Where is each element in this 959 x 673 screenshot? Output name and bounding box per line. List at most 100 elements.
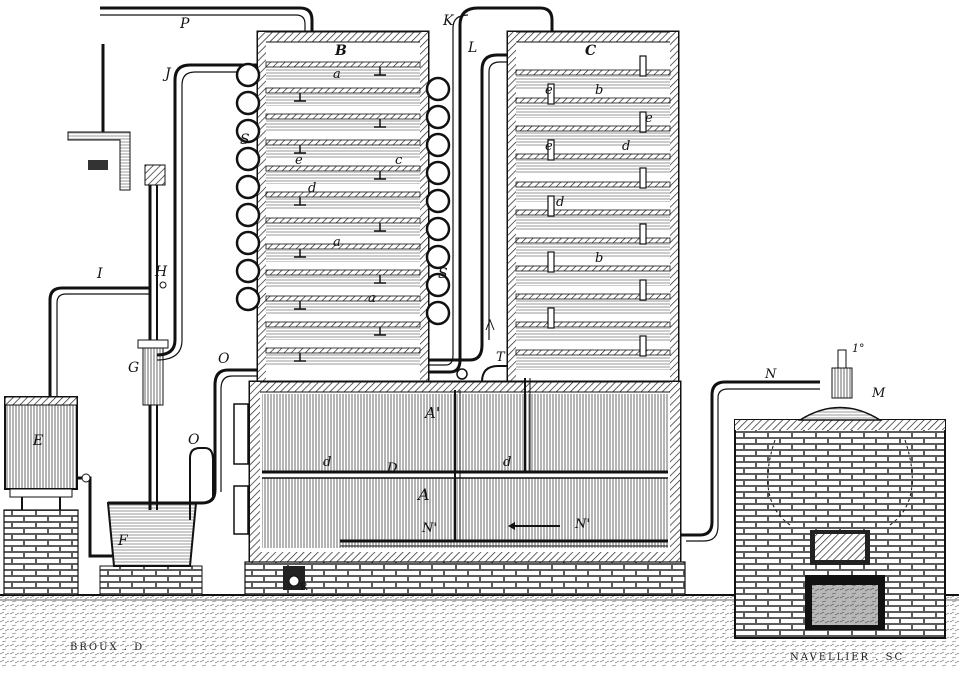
column-C-plate (515, 125, 671, 132)
coil-loop-right (425, 300, 451, 326)
column-B-liquid-layer (266, 198, 420, 210)
column-B-plate (265, 165, 421, 172)
column-C-liquid-layer (516, 188, 670, 202)
label-d-c1: d (622, 139, 630, 154)
column-C-plate (515, 293, 671, 300)
credit-right: NAVELLIER . SC (790, 652, 904, 663)
column-B-liquid-layer (266, 250, 420, 262)
label-d-boiler2: d (503, 455, 511, 470)
column-B-bubble-cap (374, 223, 386, 232)
label-I: I (96, 266, 103, 282)
column-C-downcomer (547, 139, 555, 161)
column-B-bubble-cap (294, 197, 306, 206)
column-B-liquid-layer (266, 120, 420, 132)
column-B-bubble-cap (294, 145, 306, 154)
regulator-column-G (48, 44, 258, 510)
column-B-liquid-layer (266, 146, 420, 158)
label-d-c2: d (556, 195, 564, 210)
column-C-plate (515, 97, 671, 104)
label-A-prime: A' (423, 404, 440, 422)
label-L: L (467, 40, 477, 56)
column-C-liquid-layer (516, 76, 670, 90)
coil-loop-left (235, 90, 261, 116)
column-C (506, 30, 680, 384)
label-G: G (128, 360, 139, 376)
column-B (235, 30, 451, 384)
column-C-downcomer (639, 111, 647, 133)
column-B-plate (265, 87, 421, 94)
coil-loop-right (425, 104, 451, 130)
label-N: N (764, 367, 777, 382)
column-C-downcomer (547, 251, 555, 273)
label-N-prime-right: N' (574, 517, 590, 532)
label-e-c1: e (545, 83, 553, 98)
credit-left: BROUX . D (70, 642, 144, 653)
coil-loop-left (235, 62, 261, 88)
boiler-base (244, 561, 686, 596)
column-B-liquid-layer (266, 172, 420, 184)
column-B-bubble-cap (374, 67, 386, 76)
label-S-bottom: S (438, 266, 448, 282)
column-C-liquid-layer (516, 160, 670, 174)
column-B-plate (265, 61, 421, 68)
label-c-b: c (395, 153, 403, 168)
label-S-top: S (240, 132, 250, 148)
column-B-plates (265, 61, 421, 366)
column-B-liquid-layer (266, 68, 420, 80)
label-d-b: d (308, 181, 316, 196)
column-B-plate (265, 139, 421, 146)
column-C-plate (515, 349, 671, 356)
column-C-downcomer (639, 167, 647, 189)
column-C-downcomer (639, 55, 647, 77)
label-O-lower: O (188, 432, 200, 448)
column-C-plate (515, 237, 671, 244)
column-B-liquid-layer (266, 302, 420, 314)
coil-loop-right (425, 188, 451, 214)
column-C-downcomer (639, 279, 647, 301)
coil-loop-left (235, 118, 261, 144)
label-P: P (179, 16, 190, 32)
coil-loop-left (235, 202, 261, 228)
column-C-liquid-layer (516, 132, 670, 146)
column-B-plate (265, 217, 421, 224)
column-C-plate (515, 69, 671, 76)
column-C-liquid-layer (516, 272, 670, 286)
column-B-bubble-cap (294, 93, 306, 102)
pipes-O (189, 368, 258, 520)
label-d-boiler1: d (323, 455, 331, 470)
letter-labels: P J K L B C a e c d a a b e e e d d b S … (32, 13, 886, 593)
tank-E (4, 396, 112, 558)
column-B-plate (265, 321, 421, 328)
column-C-plate (515, 181, 671, 188)
label-b-top: b (595, 83, 603, 98)
coils-S-left (235, 62, 261, 312)
furnace-M (734, 349, 946, 639)
column-B-bubble-cap (374, 275, 386, 284)
label-H: H (154, 264, 168, 280)
label-O-upper: O (218, 351, 230, 367)
column-B-liquid-layer (266, 354, 420, 366)
column-B-plate (265, 191, 421, 198)
column-B-bubble-cap (374, 119, 386, 128)
label-a-low: a (368, 291, 376, 306)
column-B-plate (265, 113, 421, 120)
column-B-plate (265, 269, 421, 276)
coil-loop-right (425, 132, 451, 158)
label-M: M (871, 386, 886, 401)
label-C: C (585, 43, 596, 59)
label-a-mid: a (333, 235, 341, 250)
coil-loop-right (425, 76, 451, 102)
column-B-plate (265, 347, 421, 354)
label-B: B (334, 43, 347, 59)
label-e-b: e (295, 153, 303, 168)
column-C-downcomer (639, 335, 647, 357)
column-C-plate (515, 153, 671, 160)
left-brick-pier (3, 509, 79, 596)
column-C-downcomer (547, 307, 555, 329)
label-F: F (117, 533, 129, 549)
coils-S-right (425, 76, 451, 326)
column-B-liquid-layer (266, 328, 420, 340)
column-C-downcomer (547, 83, 555, 105)
column-B-liquid-layer (266, 224, 420, 236)
